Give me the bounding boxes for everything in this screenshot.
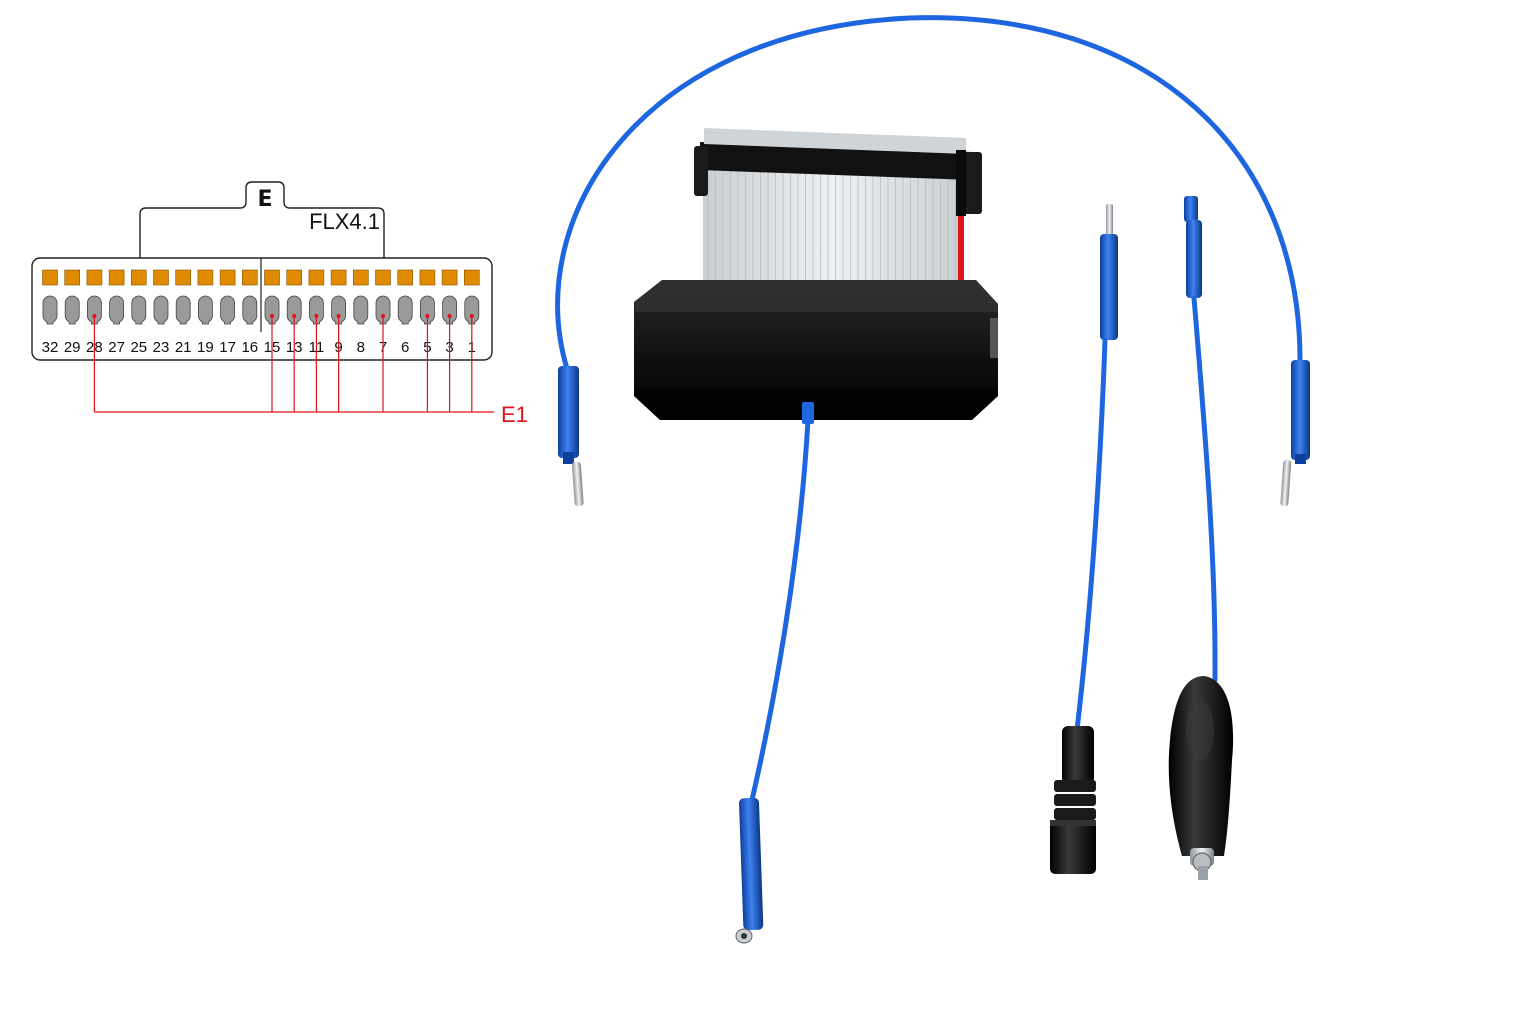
pin-contact-11	[308, 295, 324, 325]
pin-contact-1	[464, 295, 480, 325]
pin-square-25	[131, 269, 147, 286]
adapter-module	[634, 280, 998, 424]
wire-dot-13	[292, 314, 297, 318]
pin-contact-21	[175, 295, 191, 325]
pin-square-1	[463, 269, 480, 286]
pin-contact-5	[419, 295, 435, 325]
alligator-clip	[1168, 676, 1234, 880]
ribbon-cable	[703, 160, 964, 282]
connector-model: FLX4.1	[309, 209, 380, 234]
wire-dot-28	[92, 314, 97, 318]
idc-connector	[694, 128, 982, 216]
pin-square-29	[64, 269, 80, 286]
pin-square-7	[375, 269, 391, 286]
pin-label-8: 8	[357, 339, 365, 356]
pinout-diagram: E FLX4.1 3229282725232119171615131198765…	[31, 181, 528, 427]
left-pin-probe	[558, 366, 584, 507]
pin-square-8	[352, 269, 369, 286]
connector-pins	[42, 269, 480, 325]
pin-square-11	[308, 269, 325, 286]
wire-dot-3	[447, 314, 452, 318]
pin-contact-6	[397, 295, 413, 325]
pin-square-13	[286, 269, 303, 286]
pin-contact-28	[86, 295, 102, 325]
pin-square-28	[86, 269, 103, 286]
sleeve-probe	[1184, 196, 1218, 683]
pin-square-17	[219, 269, 236, 286]
hardware-illustration	[555, 15, 1310, 944]
pin-label-25: 25	[130, 339, 147, 356]
pin-label-21: 21	[175, 339, 192, 356]
pin-square-6	[397, 269, 414, 286]
pin-contact-16	[242, 295, 258, 325]
pin-label-19: 19	[197, 339, 214, 356]
pin-contact-29	[64, 295, 80, 325]
pin-label-23: 23	[153, 339, 170, 356]
group-label-e1: E1	[501, 402, 528, 427]
wire-dot-11	[314, 314, 319, 318]
wire-dot-9	[336, 314, 341, 318]
needle-probe	[1074, 204, 1118, 733]
connector-header-outline	[139, 181, 385, 258]
pin-contact-15	[264, 295, 280, 325]
pin-contact-8	[353, 295, 369, 325]
pin-square-9	[330, 269, 347, 286]
pin-label-27: 27	[108, 339, 125, 356]
pin-label-29: 29	[64, 339, 81, 356]
pin-square-16	[242, 269, 258, 286]
pin-square-21	[175, 269, 191, 286]
pin-contact-27	[109, 295, 125, 325]
arc-cable	[555, 15, 1303, 375]
banana-socket	[1050, 726, 1096, 874]
pin-contact-17	[220, 295, 236, 325]
pin-contact-7	[375, 295, 391, 325]
pin-square-27	[108, 269, 125, 286]
pin-square-15	[264, 269, 280, 286]
wire-dot-1	[469, 314, 474, 318]
pin-contact-9	[331, 295, 347, 325]
female-sleeve-probe	[735, 797, 764, 944]
pin-contact-13	[286, 295, 302, 325]
pin-square-19	[197, 269, 214, 286]
pin-contact-32	[42, 295, 58, 325]
pin-square-3	[441, 269, 458, 286]
pin-square-5	[419, 269, 436, 286]
pin-contact-3	[442, 295, 458, 325]
pin-square-23	[153, 269, 169, 286]
pin-contact-25	[131, 295, 147, 325]
group-wiring	[92, 314, 494, 413]
pin-label-17: 17	[219, 339, 236, 356]
pin-contact-23	[153, 295, 169, 325]
pin-label-6: 6	[401, 339, 409, 356]
pin-contact-19	[197, 295, 213, 325]
right-pin-probe	[1280, 360, 1310, 507]
wire-dot-15	[270, 314, 274, 318]
pin-label-16: 16	[241, 339, 258, 356]
wire-dot-7	[381, 314, 385, 318]
pin-label-32: 32	[42, 339, 59, 356]
wire-dot-5	[425, 314, 430, 318]
pin-square-32	[42, 269, 58, 286]
module-lead-cable	[749, 417, 811, 803]
connector-letter: E	[257, 187, 272, 212]
